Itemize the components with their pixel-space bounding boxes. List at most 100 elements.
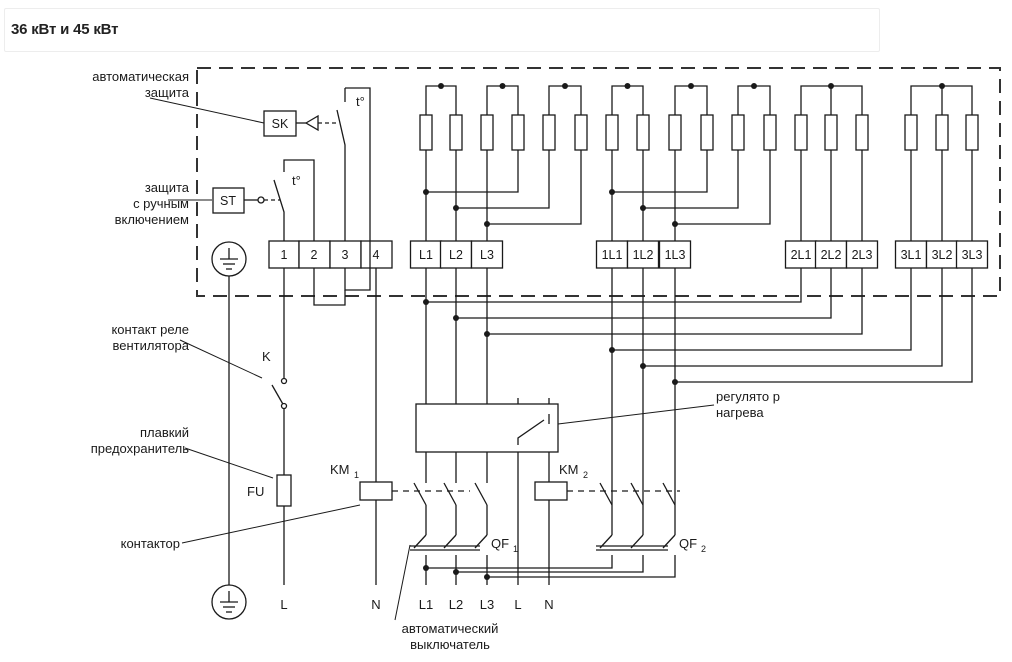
svg-text:2: 2 [583,470,588,480]
label-fan-relay-2: вентилятора [112,338,189,353]
supply-l2: L2 [449,597,463,612]
supply-l1: L1 [419,597,433,612]
label-manual-1: защита [145,180,190,195]
heater-resistor [731,114,745,151]
heater-resistor [636,114,650,151]
km2-coil [534,481,568,501]
label-regulator-2: нагрева [716,405,764,420]
label-regulator-1: регулято р [716,389,780,404]
fuse-body [276,474,292,507]
supply-l3: L3 [480,597,494,612]
terminal-l1: L1 [419,248,433,262]
label-fuse-1: плавкий [140,425,189,440]
heater-resistor [904,114,918,151]
sk-switch [336,109,346,241]
terminal-3l2: 3L2 [932,248,953,262]
terminal-1l2: 1L2 [633,248,654,262]
heater-resistor [794,114,808,151]
heater-resistor [965,114,979,151]
terminal-box [955,240,989,269]
leader-breaker [394,544,411,621]
svg-text:1: 1 [354,470,359,480]
svg-text:1: 1 [513,544,518,554]
ground-symbol-top [211,241,247,277]
terminal-1l1: 1L1 [602,248,623,262]
heater-resistor [763,114,777,151]
terminal-4: 4 [373,248,380,262]
terminal-1: 1 [281,248,288,262]
qf1-breaker [410,534,488,585]
label-auto-protection-2: защита [145,85,190,100]
ground-symbol-bottom [211,584,247,620]
label-contactor: контактор [121,536,180,551]
st-box [212,187,245,214]
terminal-1l3: 1L3 [665,248,686,262]
control-terminal-block [268,240,393,269]
sk-temp-label: t° [356,94,365,109]
supply-l: L [280,597,287,612]
terminal-box [470,240,504,269]
sk-loop-wire [344,87,371,291]
terminal-2: 2 [311,248,318,262]
terminal-l2: L2 [449,248,463,262]
terminal-3l3: 3L3 [962,248,983,262]
st-reset-icon [257,196,265,204]
st-temp-label: t° [292,173,301,188]
sk-label: SK [272,117,289,131]
heater-resistor [855,114,869,151]
supply-n-ctrl: N [544,597,553,612]
km1-label: KM [330,462,350,477]
heater-resistor [480,114,494,151]
heater-elements [419,83,979,241]
km1-contacts [413,476,488,535]
label-fuse-2: предохранитель [91,441,189,456]
heater-resistor [574,114,588,151]
leader-auto-protection [149,97,265,124]
km1-coil [359,481,393,501]
heater-resistor [542,114,556,151]
leader-fan-relay [179,339,263,379]
label-fan-relay-1: контакт реле [111,322,189,337]
heater-resistor [935,114,949,151]
sk-sensor-icon [304,114,319,132]
terminal-l3: L3 [480,248,494,262]
leader-regulator [557,404,715,425]
qf2-breaker [423,534,676,580]
terminal-2l2: 2L2 [821,248,842,262]
supply-n: N [371,597,380,612]
terminal-2l1: 2L1 [791,248,812,262]
page-title: 36 кВт и 45 кВт [11,21,119,38]
terminal-box [595,240,629,269]
qf2-label: QF [679,536,697,551]
km2-label: KM [559,462,579,477]
terminal-box [658,240,692,269]
k-label: K [262,349,271,364]
label-auto-protection-1: автоматическая [92,69,189,84]
leader-contactor [181,504,361,544]
label-breaker-1: автоматический [402,621,499,636]
qf1-label: QF [491,536,509,551]
supply-l-ctrl: L [514,597,521,612]
heater-resistor [419,114,433,151]
heading-box: 36 кВт и 45 кВт [4,8,880,52]
heater-resistor [449,114,463,151]
heater-enclosure [196,67,1001,297]
fu-label: FU [247,484,264,499]
heater-resistor [605,114,619,151]
st-switch [273,179,285,241]
terminal-box [784,240,818,269]
heating-regulator [415,403,559,453]
label-manual-3: включением [115,212,189,227]
terminal-3l1: 3L1 [901,248,922,262]
label-manual-2: с ручным [133,196,189,211]
heater-resistor [511,114,525,151]
distribution-wires [423,268,973,500]
label-breaker-2: выключатель [410,637,490,652]
heater-resistor [668,114,682,151]
fan-relay-contact [271,384,285,407]
heater-resistor [700,114,714,151]
svg-text:2: 2 [701,544,706,554]
terminal-3: 3 [342,248,349,262]
heater-resistor [824,114,838,151]
